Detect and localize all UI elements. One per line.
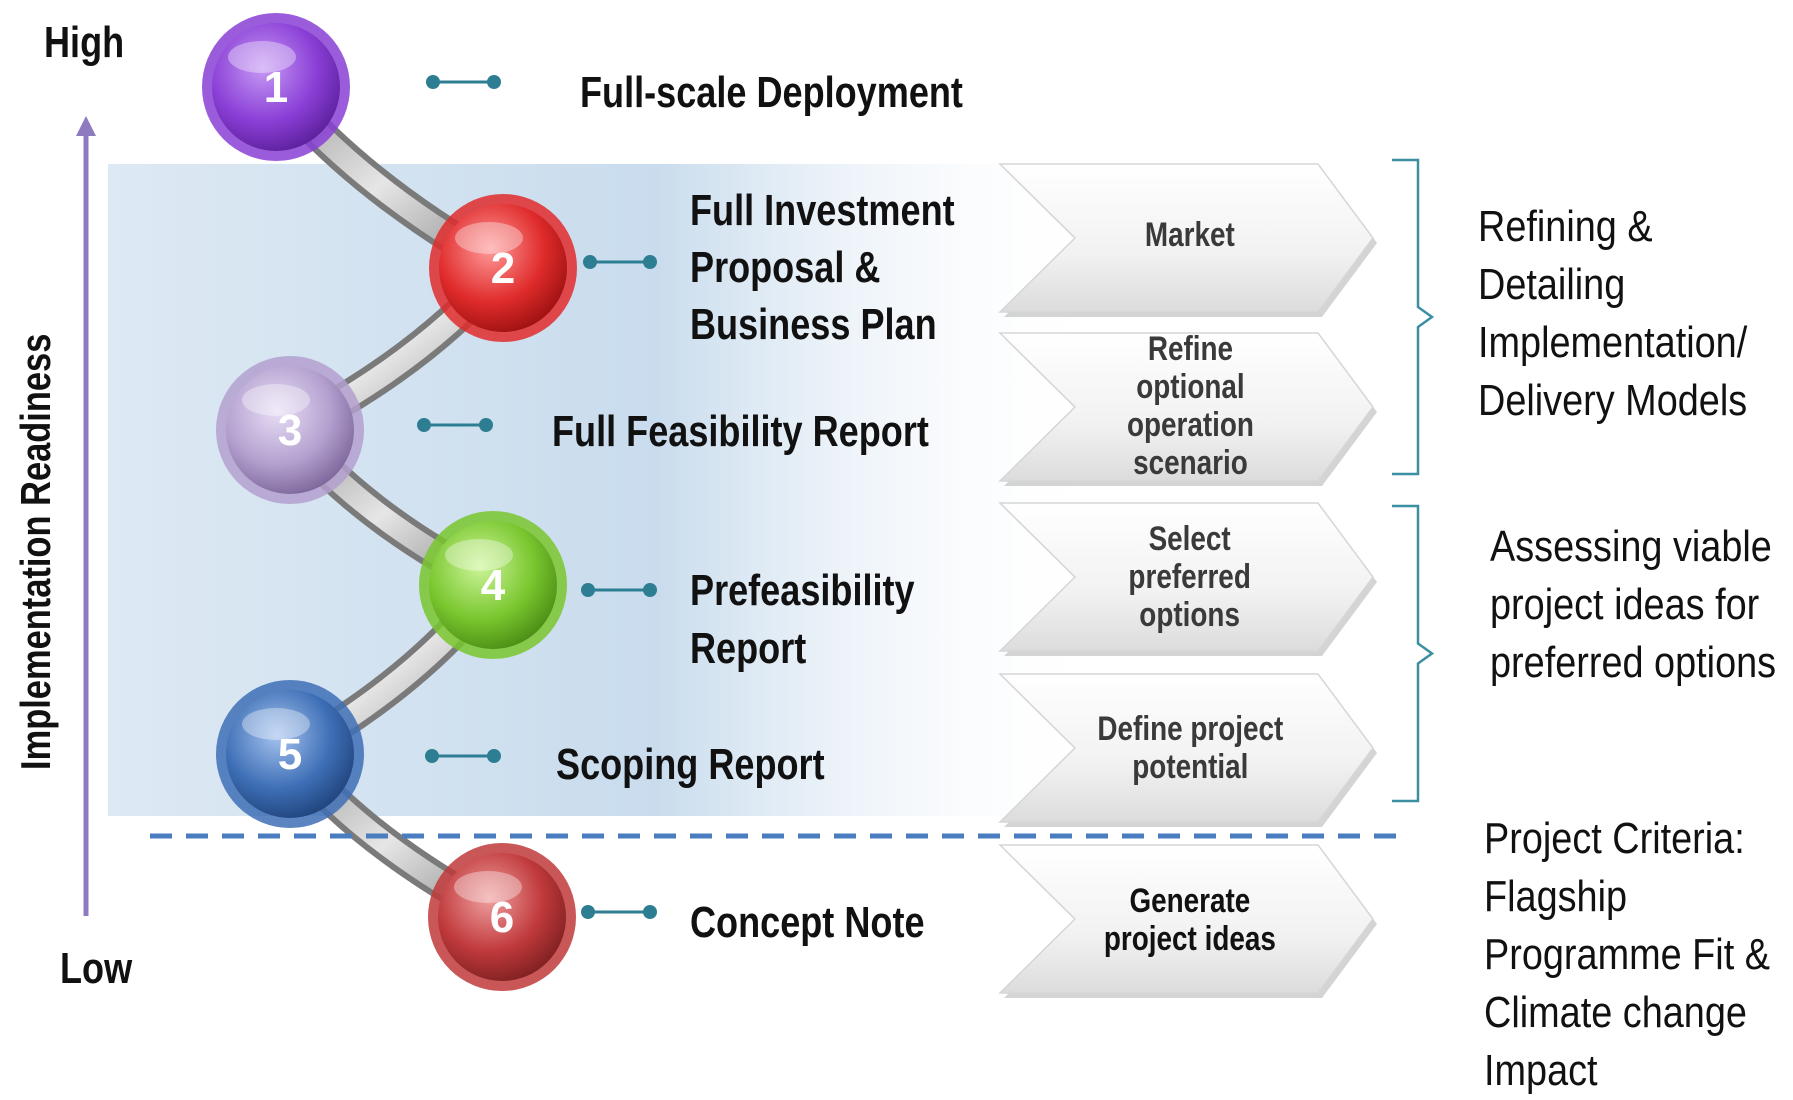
stage-4-ball [429, 521, 557, 649]
bracket-1 [1392, 158, 1435, 476]
connector-1-dot-right [487, 75, 501, 89]
stage-3-ball [226, 366, 354, 494]
stage-3-number: 3 [278, 406, 302, 455]
stage-3-title: Full Feasibility Report [552, 407, 929, 456]
stage-6-gloss [454, 871, 522, 903]
connector-5-dot-right [487, 749, 501, 763]
stage-5-number: 5 [278, 730, 302, 779]
stage-1-number: 1 [264, 63, 288, 112]
stage-4-number: 4 [481, 561, 506, 610]
connector-4-dot-right [643, 583, 657, 597]
chevron-5 [998, 844, 1374, 994]
connector-5-dot-left [425, 749, 439, 763]
stage-6-number: 6 [490, 893, 514, 942]
connector-2-dot-right [643, 255, 657, 269]
stage-4-gloss [445, 539, 513, 571]
stage-6-ball [438, 853, 566, 981]
stage-2-ball [439, 204, 567, 332]
connector-6-dot-right [643, 905, 657, 919]
stage-6-title: Concept Note [690, 898, 925, 947]
stage-2-number: 2 [491, 244, 515, 293]
stage-5-ball [226, 690, 354, 818]
axis-low-label: Low [60, 944, 133, 993]
stage-1-gloss [228, 41, 296, 73]
connector-6-dot-left [581, 905, 595, 919]
stage-3-gloss [242, 384, 310, 416]
connector-1-dot-left [426, 75, 440, 89]
stage-1-ball [212, 23, 340, 151]
connector-2-dot-left [583, 255, 597, 269]
stage-5-title: Scoping Report [556, 740, 825, 789]
stage-2-gloss [455, 222, 523, 254]
connector-4-dot-left [581, 583, 595, 597]
axis-title: Implementation Readiness [12, 333, 59, 770]
connector-3-dot-left [417, 418, 431, 432]
connector-3-dot-right [479, 418, 493, 432]
chevron-3 [998, 502, 1374, 652]
axis-high-label: High [44, 18, 125, 67]
chevron-4 [998, 673, 1374, 823]
stage-5-gloss [242, 708, 310, 740]
bracket-2 [1392, 504, 1435, 803]
chevron-2 [998, 332, 1374, 482]
chevron-1 [998, 163, 1374, 313]
chevron-1-text: Market [1145, 216, 1235, 254]
stage-1-title: Full-scale Deployment [580, 68, 963, 117]
axis-arrow-head [76, 116, 96, 136]
